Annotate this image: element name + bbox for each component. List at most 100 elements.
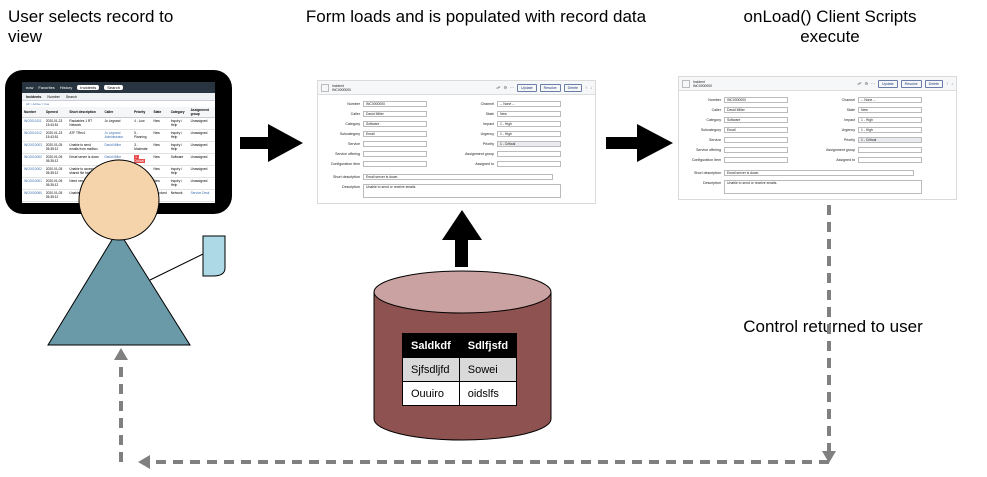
col-state[interactable]: State (151, 107, 169, 118)
logo: now (26, 85, 34, 90)
arrow-up-icon[interactable]: ↑ (946, 81, 948, 86)
description-input[interactable]: Unable to send or receive emails. (724, 180, 922, 194)
form-right-input[interactable] (497, 151, 561, 157)
form-left-label: Category (345, 122, 360, 126)
cell-number[interactable]: INC0010000 (22, 153, 44, 166)
db-header-cell: Sdlfjsfd (458, 333, 518, 358)
cell-number[interactable]: INC0010002 (22, 165, 44, 178)
col-number[interactable]: Number (22, 107, 44, 118)
col-priority[interactable]: Priority (132, 107, 152, 118)
form-right-input[interactable]: 1 - Critical (497, 141, 561, 147)
filter-search[interactable]: Search (65, 94, 77, 99)
col-assignment-group[interactable]: Assignment group (188, 107, 215, 118)
form-left-input[interactable] (724, 157, 788, 163)
back-button[interactable] (682, 79, 690, 88)
update-button[interactable]: Update (517, 83, 537, 92)
form-left-input[interactable]: David Miller (724, 107, 788, 113)
cell: 2020-01-05 05:35:12 (43, 165, 68, 178)
cell: Rackables 1 RT Network (67, 117, 103, 130)
form-right-input[interactable]: New (497, 111, 561, 117)
delete-button[interactable]: Delete (924, 79, 943, 88)
form-right-input[interactable]: -- None -- (858, 97, 922, 103)
form-right-input[interactable]: 1 - High (497, 131, 561, 137)
delete-button[interactable]: Delete (563, 83, 582, 92)
cell: New (151, 153, 169, 166)
form-left-input[interactable]: David Miller (363, 111, 427, 117)
title-pill[interactable]: Incidents (77, 85, 100, 90)
form-left-input[interactable]: Email (363, 131, 427, 137)
form-left-input[interactable]: INC0000000 (363, 101, 427, 107)
cell-number[interactable]: INC0010003 (22, 141, 44, 154)
arrow-down-icon[interactable]: ↓ (590, 85, 592, 90)
breadcrumb[interactable]: All > Active = true (26, 102, 50, 106)
back-button[interactable] (321, 83, 329, 92)
form-left-label: Subcategory (700, 128, 721, 132)
form-screenshot-scripts: Incident INC0000000 ☍ ⚙ ⋯ Update Resolve… (678, 76, 957, 200)
form-left-input[interactable] (724, 147, 788, 153)
form-right-input[interactable]: New (858, 107, 922, 113)
form-left-label: Service offering (696, 148, 721, 152)
cell-number[interactable]: INC0010001 (22, 177, 44, 190)
form-right-label: Assigned to (475, 162, 494, 166)
col-opened[interactable]: Opened (43, 107, 68, 118)
cell-number[interactable]: INC0010112 (22, 129, 44, 142)
cell: Jo Legrand Administrator (102, 129, 133, 142)
cell: Inquiry / Help (168, 177, 189, 190)
form-left-input[interactable]: INC0000000 (724, 97, 788, 103)
col-caller[interactable]: Caller (102, 107, 133, 118)
cell-number[interactable]: INC0000060 (22, 189, 44, 202)
col-category[interactable]: Category (168, 107, 189, 118)
arrow-up-icon[interactable]: ↑ (585, 85, 587, 90)
search-box[interactable]: Search (104, 85, 123, 90)
filter-field[interactable]: Number (47, 94, 60, 99)
form-left-input[interactable]: Software (724, 117, 788, 123)
col-short-description[interactable]: Short description (67, 107, 103, 118)
form-left-input[interactable] (724, 137, 788, 143)
form-left-input[interactable]: Email (724, 127, 788, 133)
short-description-input[interactable]: Email server is down. (363, 174, 553, 180)
form-right-input[interactable]: 1 - High (497, 121, 561, 127)
form-right-input[interactable] (858, 157, 922, 163)
short-description-input[interactable]: Email server is down. (724, 170, 914, 176)
form-left-input[interactable] (363, 161, 427, 167)
cell: New (151, 117, 169, 130)
list-title: Incidents (26, 94, 42, 99)
person-body (47, 229, 191, 346)
more-icon[interactable]: ⋯ (871, 81, 876, 86)
nav-history[interactable]: History (59, 85, 73, 90)
form-left-input[interactable]: Software (363, 121, 427, 127)
update-button[interactable]: Update (878, 79, 898, 88)
form-right-input[interactable]: 1 - High (858, 127, 922, 133)
form-left-input[interactable] (363, 141, 427, 147)
form-left-label: Subcategory (339, 132, 360, 136)
form-right-input[interactable]: 1 - High (858, 117, 922, 123)
cell: New (151, 141, 169, 154)
form-right-input[interactable] (497, 161, 561, 167)
nav-favorites[interactable]: Favorites (38, 85, 55, 90)
form-right-input[interactable]: -- None -- (497, 101, 561, 107)
dashed-down-head (822, 451, 836, 463)
description-input[interactable]: Unable to send or receive emails. (363, 184, 561, 198)
arrow-down-icon[interactable]: ↓ (951, 81, 953, 86)
cell-number[interactable]: INC0010111 (22, 117, 44, 130)
cell: Unassigned (188, 165, 215, 178)
more-icon[interactable]: ⋯ (510, 85, 515, 90)
settings-icon[interactable]: ⚙ (503, 85, 508, 90)
paperclip-icon[interactable]: ☍ (496, 85, 501, 90)
resolve-button[interactable]: Resolve (539, 83, 561, 92)
resolve-button[interactable]: Resolve (900, 79, 922, 88)
form-right-input[interactable] (858, 147, 922, 153)
form-left-label: Service (709, 138, 721, 142)
cell: David Miller (102, 141, 133, 154)
settings-icon[interactable]: ⚙ (864, 81, 869, 86)
cell: Email server is down (67, 153, 103, 166)
paperclip-icon[interactable]: ☍ (857, 81, 862, 86)
form-right-input[interactable]: 1 - Critical (858, 137, 922, 143)
db-cell: Sjfsdljfd (402, 357, 460, 382)
form-left-input[interactable] (363, 151, 427, 157)
